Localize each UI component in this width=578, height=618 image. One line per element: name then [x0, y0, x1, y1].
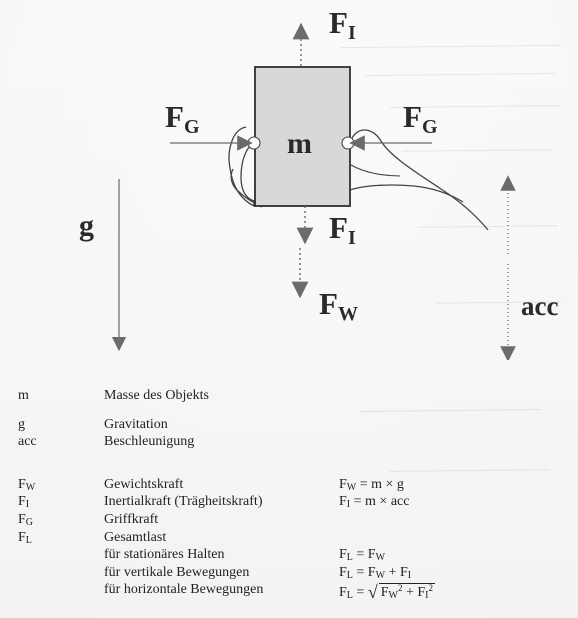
formula-text: F — [339, 477, 347, 492]
legend-symbol: g — [18, 418, 25, 432]
legend-formula: FL = FW — [339, 548, 385, 563]
formula-subscript: W — [346, 482, 357, 493]
force-sub-fg-right: G — [421, 116, 438, 138]
legend-description: Gravitation — [104, 417, 168, 432]
formula-subscript: W — [388, 590, 398, 601]
legend-symbol: m — [18, 389, 29, 403]
force-label-fg-right: FG — [403, 101, 438, 137]
legend-symbol: FG — [18, 513, 33, 528]
legend-symbol-subscript: L — [25, 535, 32, 546]
legend-formula: FL = √FW2 + FI2 — [339, 583, 435, 602]
right-contact-circle — [341, 136, 355, 150]
legend-symbol: FL — [18, 531, 32, 546]
diagram-svg — [111, 22, 516, 362]
formula-text: F — [339, 494, 347, 509]
force-diagram: FI FG FG m g FI FW acc — [79, 7, 559, 362]
formula-subscript: W — [375, 552, 386, 563]
force-label-fw: FW — [319, 288, 358, 324]
legend-symbol-main: g — [18, 417, 25, 432]
force-sub-fi-bottom: I — [347, 227, 356, 249]
legend-symbol: acc — [18, 435, 37, 449]
legend-formula: FL = FW + FI — [339, 566, 411, 581]
formula-superscript: 2 — [397, 583, 403, 593]
formula-text: F — [339, 565, 347, 580]
legend-description: für horizontale Bewegungen — [104, 582, 264, 597]
hand-right-outline — [349, 129, 489, 231]
mass-box — [254, 66, 351, 207]
formula-text: = m × acc — [350, 494, 410, 509]
force-main-fw: F — [319, 286, 338, 321]
formula-subscript: L — [346, 570, 353, 581]
gravity-label: g — [79, 209, 94, 242]
square-root-body: FW2 + FI2 — [378, 583, 435, 602]
formula-subscript: I — [425, 590, 429, 601]
legend-formula: FI = m × acc — [339, 495, 409, 510]
legend-symbol-subscript: G — [25, 517, 34, 528]
formula-subscript: I — [407, 570, 412, 581]
force-main-fg-left: F — [165, 99, 184, 134]
formula-text: = — [352, 585, 368, 600]
hand-outline — [228, 126, 258, 208]
acc-label: acc — [521, 291, 559, 321]
force-label-fi-top: FI — [329, 7, 356, 43]
legend-description: für stationäres Halten — [104, 547, 225, 562]
mass-label: m — [287, 127, 312, 160]
hand-right-lower-outline — [349, 184, 464, 203]
formula-subscript: W — [375, 570, 386, 581]
square-root-symbol: √ — [367, 582, 378, 602]
legend-symbol-main: acc — [18, 434, 37, 449]
force-label-fi-bottom: FI — [329, 212, 356, 248]
formula-text: = m × g — [356, 477, 404, 492]
force-sub-fg-left: G — [183, 116, 200, 138]
legend-symbol-main: m — [18, 388, 29, 403]
legend-symbol: FI — [18, 495, 29, 510]
legend-formula: FW = m × g — [339, 478, 404, 493]
left-contact-circle — [247, 136, 261, 150]
legend-description: Griffkraft — [104, 512, 159, 527]
formula-subscript: L — [346, 552, 353, 563]
legend-symbol-main: F — [18, 494, 26, 509]
legend-symbol-main: F — [18, 530, 26, 545]
formula-text: F — [339, 547, 347, 562]
legend-symbol-main: F — [18, 477, 26, 492]
formula-subscript: L — [346, 590, 353, 601]
formula-text: F — [380, 585, 389, 600]
formula-text: F — [339, 585, 347, 600]
legend-description: Beschleunigung — [104, 434, 195, 449]
force-sub-fw: W — [337, 303, 358, 325]
legend-symbol-subscript: I — [25, 499, 30, 510]
scan-line — [360, 409, 540, 412]
formula-text: + F — [385, 565, 408, 580]
force-main-fi-bottom: F — [329, 210, 348, 245]
formula-text: + F — [402, 585, 426, 600]
force-sub-fi-top: I — [347, 22, 356, 44]
formula-text: = F — [352, 547, 376, 562]
formula-text: = F — [352, 565, 376, 580]
square-root-expression: √FW2 + FI2 — [368, 583, 435, 602]
legend-description: Masse des Objekts — [104, 388, 209, 403]
formula-superscript: 2 — [428, 583, 433, 593]
force-label-fg-left: FG — [165, 101, 200, 137]
formula-subscript: I — [346, 499, 351, 510]
legend-symbol-main: F — [18, 512, 26, 527]
force-main-fg-right: F — [403, 99, 422, 134]
legend-description: Gewichtskraft — [104, 477, 184, 492]
legend-description: für vertikale Bewegungen — [104, 565, 250, 580]
legend-symbol-subscript: W — [25, 482, 36, 493]
scan-line — [390, 469, 550, 472]
legend-description: Gesamtlast — [104, 530, 167, 545]
legend-description: Inertialkraft (Trägheitskraft) — [104, 494, 263, 509]
legend-symbol: FW — [18, 478, 35, 493]
hand-right-inner-outline — [350, 164, 401, 177]
force-main-fi-top: F — [329, 5, 348, 40]
